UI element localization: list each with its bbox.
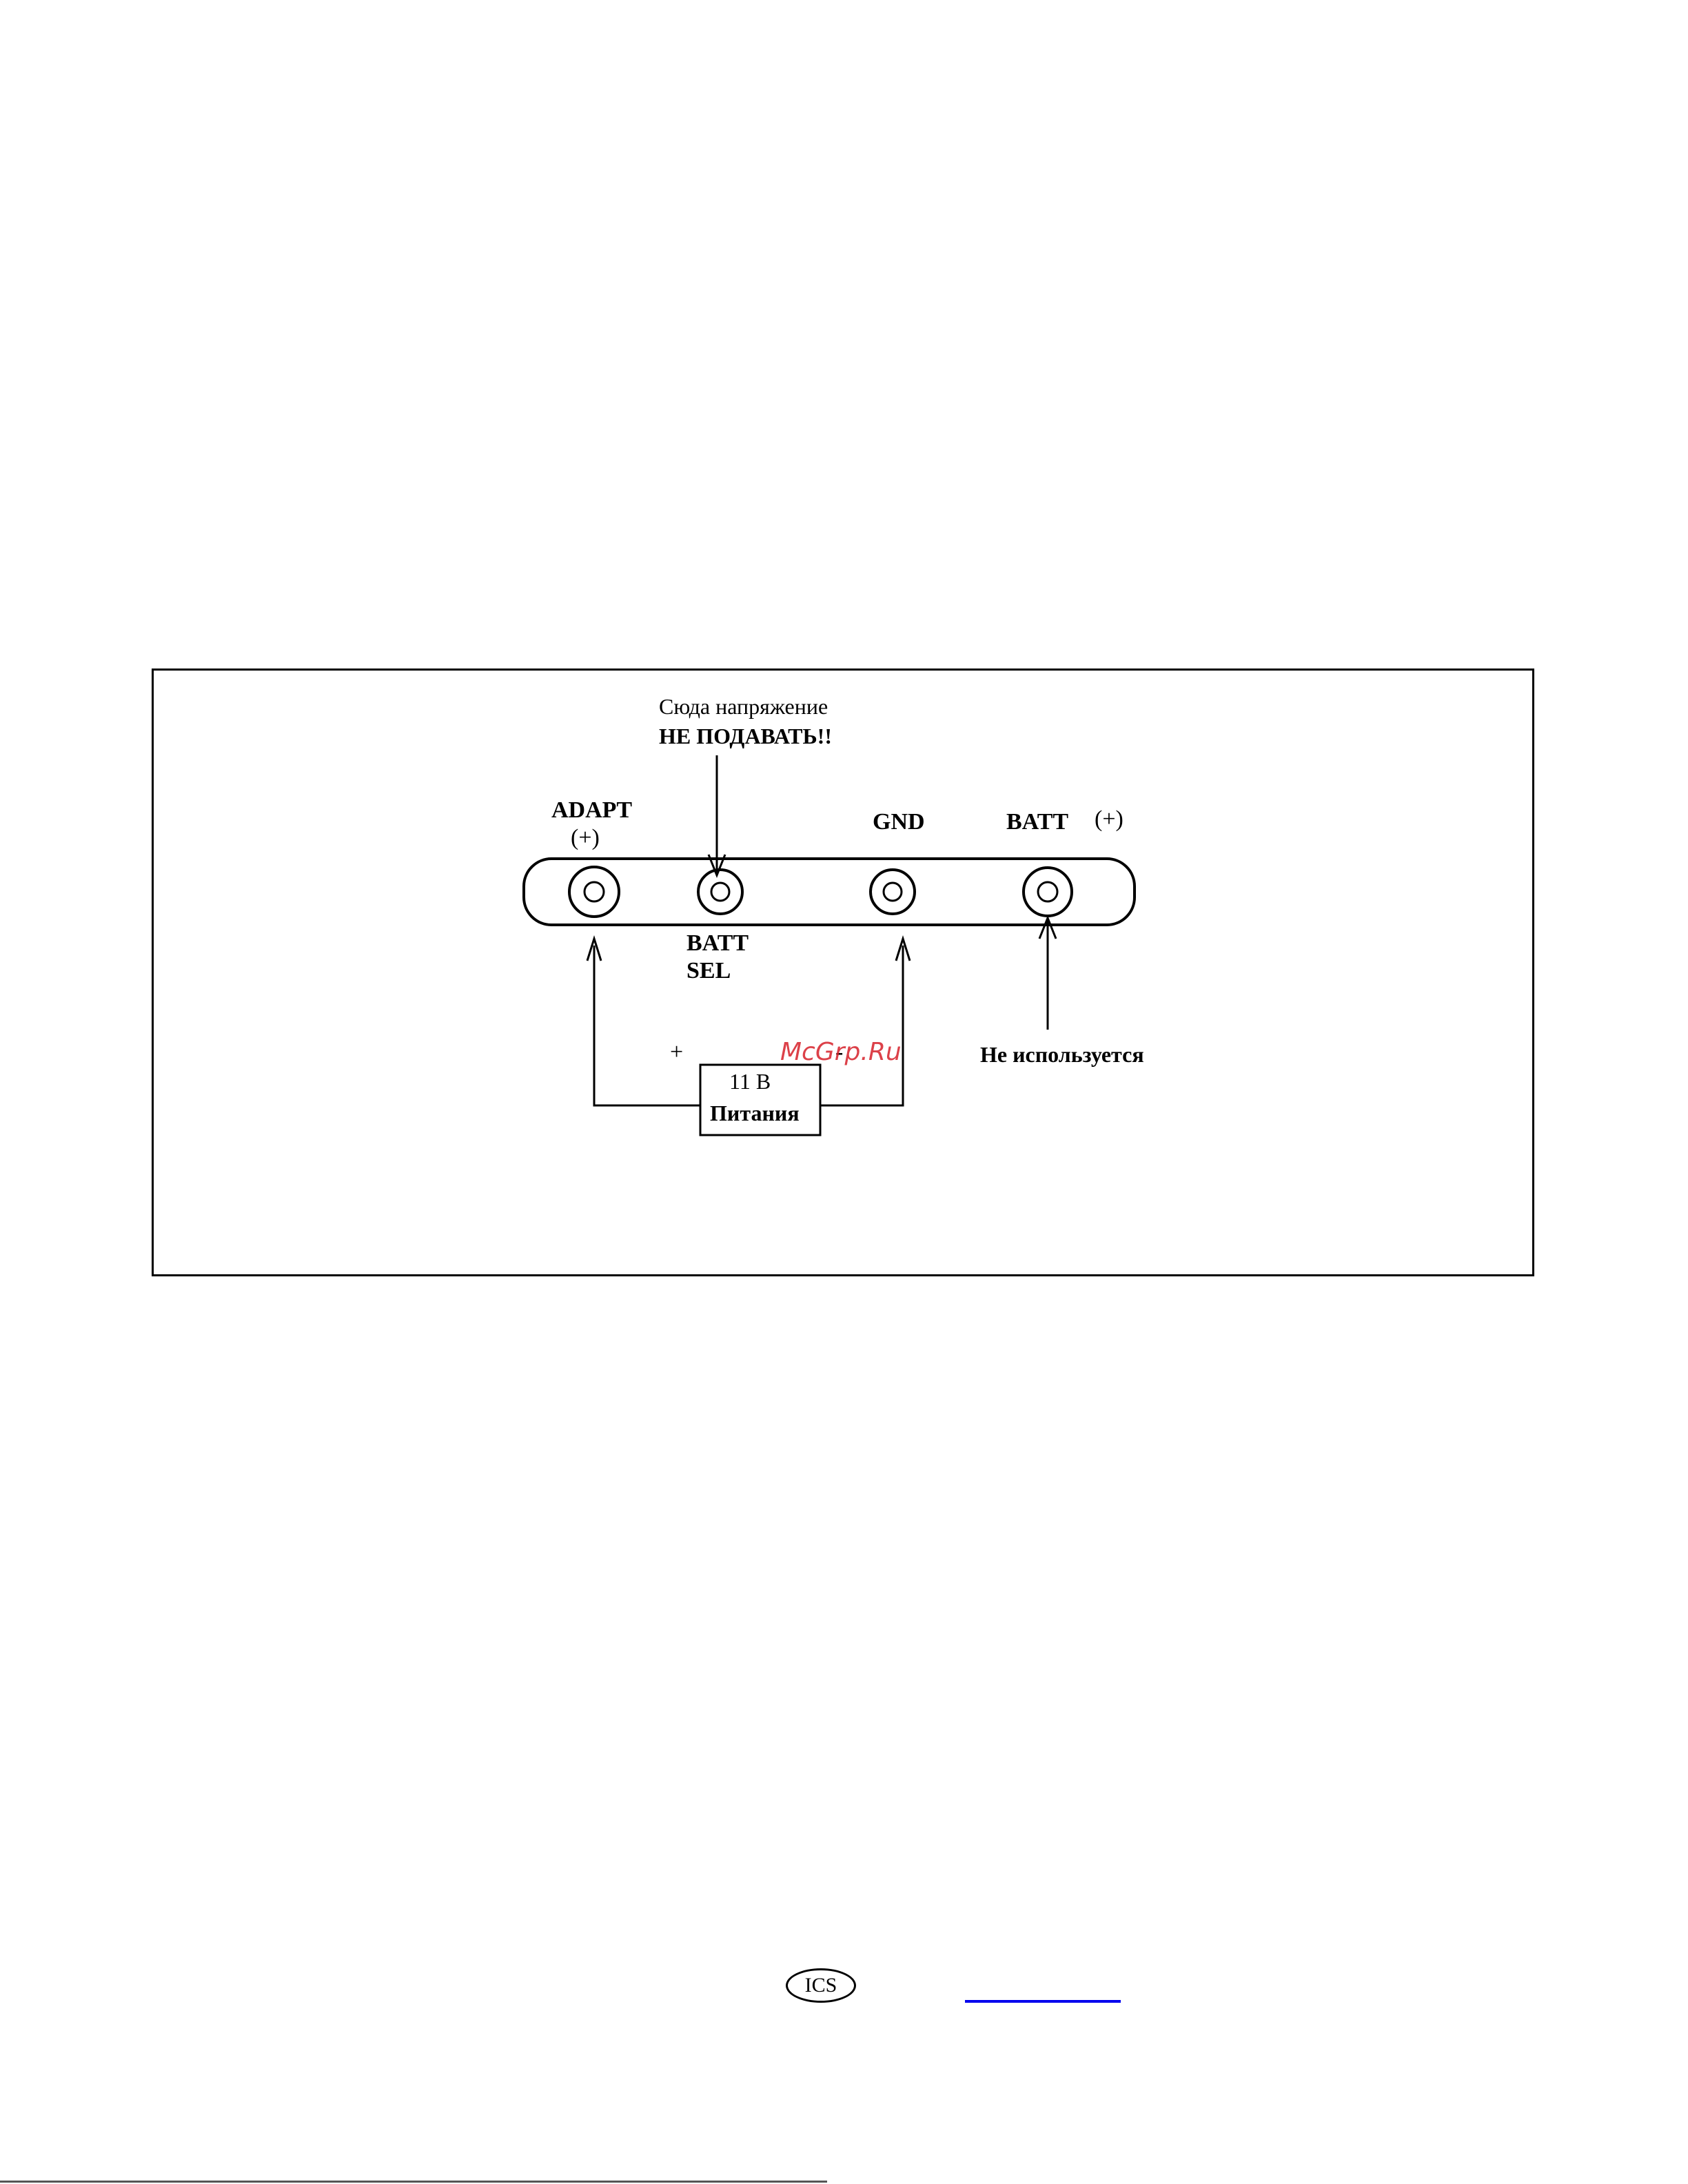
ics-logo-text: ICS <box>805 1974 837 1997</box>
batt-label: BATT <box>1006 810 1068 834</box>
batt-sel-label-line2: SEL <box>687 959 731 983</box>
terminal-gnd <box>871 870 915 914</box>
terminal-adapt <box>569 867 619 917</box>
warning-text-line2: НЕ ПОДАВАТЬ!! <box>659 725 832 747</box>
warning-arrow <box>709 755 725 875</box>
batt-sel-label-line1: BATT <box>687 932 749 955</box>
batt-polarity: (+) <box>1095 808 1123 831</box>
terminal-batt-sel <box>698 870 742 914</box>
adapt-wire <box>587 939 700 1105</box>
power-label: Питания <box>710 1102 800 1124</box>
ics-logo: ICS <box>786 1968 856 2003</box>
bottom-rule <box>0 2181 827 2183</box>
watermark: McGrp.Ru <box>780 1038 902 1066</box>
warning-text-line1: Сюда напряжение <box>659 695 828 717</box>
footer-link-underline[interactable] <box>965 2000 1121 2003</box>
terminal-batt <box>1024 868 1072 916</box>
not-used-arrow <box>1039 918 1056 1030</box>
gnd-wire <box>820 939 910 1105</box>
gnd-label: GND <box>873 810 925 834</box>
adapt-polarity: (+) <box>571 826 600 850</box>
adapt-label: ADAPT <box>551 799 632 822</box>
plus-sign: + <box>670 1041 683 1064</box>
power-voltage: 11 В <box>729 1070 771 1092</box>
not-used-label: Не используется <box>980 1043 1144 1065</box>
